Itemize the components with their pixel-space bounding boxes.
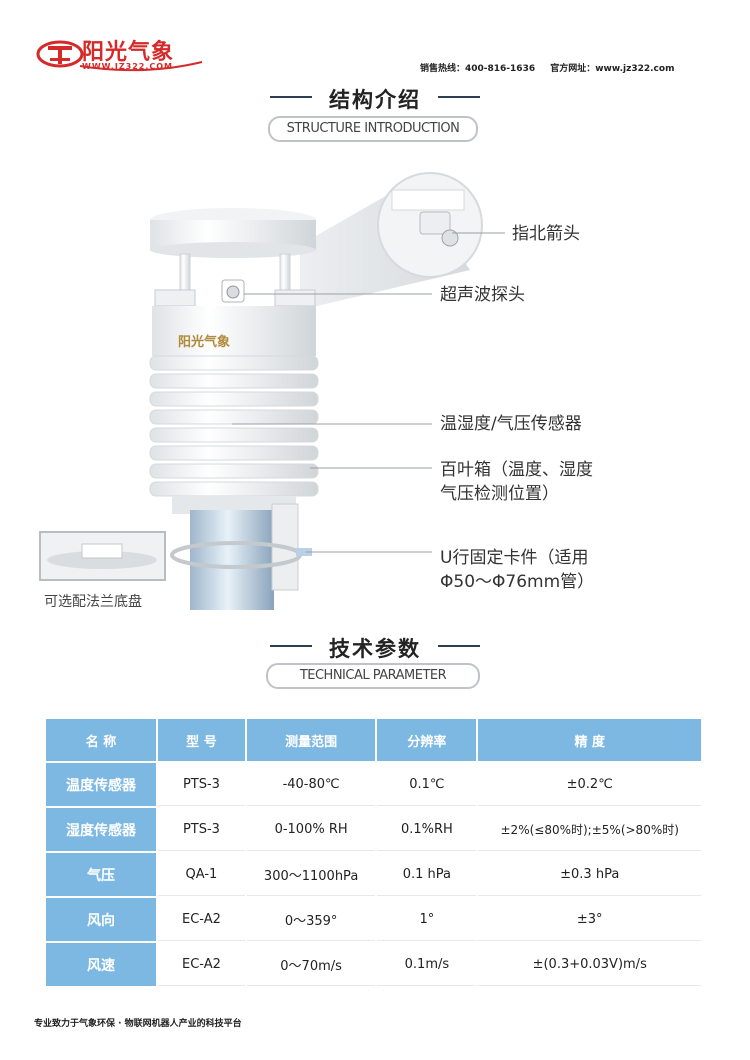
row-resolution: 0.1℃ (377, 763, 477, 806)
device-logo: 阳光气象 (178, 334, 230, 350)
row-accuracy: ±0.2℃ (478, 763, 701, 806)
brand-name: 阳光气象 (82, 40, 175, 65)
structure-subtitle: STRUCTURE INTRODUCTION (268, 116, 478, 142)
row-model: EC-A2 (158, 898, 245, 941)
label-north-arrow: 指北箭头 (512, 224, 580, 244)
row-resolution: 0.1m/s (377, 943, 477, 986)
row-range: 0-100% RH (246, 808, 376, 851)
table-row: 风向 EC-A2 0～359° 1° ±3° (46, 898, 701, 941)
col-header-accuracy: 精 度 (478, 719, 701, 761)
row-model: QA-1 (158, 853, 245, 896)
footer-slogan: 专业致力于气象环保 · 物联网机器人产业的科技平台 (34, 1019, 242, 1029)
table-row: 湿度传感器 PTS-3 0-100% RH 0.1%RH ±2%(≤80%时);… (46, 808, 701, 851)
row-resolution: 0.1 hPa (377, 853, 477, 896)
label-optional-flange: 可选配法兰底盘 (44, 594, 142, 610)
brand-logo-icon (36, 40, 203, 72)
official-website[interactable]: 官方网址：www.jz322.com (550, 64, 675, 74)
table-header-row: 名 称 型 号 测量范围 分辨率 精 度 (46, 719, 701, 761)
row-range: 0～359° (246, 898, 376, 941)
row-model: PTS-3 (158, 763, 245, 806)
structure-title: 结构介绍 (329, 88, 421, 112)
col-header-range: 测量范围 (246, 719, 376, 761)
row-range: 0～70m/s (246, 943, 376, 986)
label-ultrasonic-probe: 超声波探头 (440, 285, 525, 305)
technical-heading-frame (270, 645, 480, 647)
row-name: 温度传感器 (46, 763, 157, 806)
row-accuracy: ±3° (478, 898, 701, 941)
table-row: 温度传感器 PTS-3 -40-80℃ 0.1℃ ±0.2℃ (46, 763, 701, 806)
row-accuracy: ±(0.3+0.03V)m/s (478, 943, 701, 986)
table-row: 气压 QA-1 300～1100hPa 0.1 hPa ±0.3 hPa (46, 853, 701, 896)
sales-hotline: 销售热线：400-816-1636 (420, 64, 536, 74)
label-shutter-box-line1: 百叶箱（温度、湿度 (440, 460, 593, 480)
row-model: EC-A2 (158, 943, 245, 986)
label-u-clamp-line2: Φ50～Φ76mm管） (440, 572, 595, 592)
row-model: PTS-3 (158, 808, 245, 851)
row-name: 风速 (46, 943, 157, 986)
row-range: -40-80℃ (246, 763, 376, 806)
table-row: 风速 EC-A2 0～70m/s 0.1m/s ±(0.3+0.03V)m/s (46, 943, 701, 986)
row-accuracy: ±0.3 hPa (478, 853, 701, 896)
row-name: 风向 (46, 898, 157, 941)
row-name: 湿度传感器 (46, 808, 157, 851)
weather-station-drawing: 阳光气象 (39, 172, 505, 610)
structure-heading-frame (270, 96, 480, 98)
label-u-clamp-line1: U行固定卡件（适用 (440, 548, 589, 568)
col-header-model: 型 号 (158, 719, 245, 761)
row-accuracy: ±2%(≤80%时);±5%(>80%时) (478, 808, 701, 851)
label-shutter-box-line2: 气压检测位置） (440, 484, 559, 504)
col-header-name: 名 称 (46, 719, 157, 761)
col-header-resolution: 分辨率 (377, 719, 477, 761)
technical-title: 技术参数 (329, 637, 421, 661)
label-temp-humidity-sensor: 温湿度/气压传感器 (440, 414, 582, 434)
row-name: 气压 (46, 853, 157, 896)
parameter-table: 名 称 型 号 测量范围 分辨率 精 度 温度传感器 PTS-3 -40-80℃… (44, 717, 703, 988)
row-range: 300～1100hPa (246, 853, 376, 896)
row-resolution: 0.1%RH (377, 808, 477, 851)
brand-url: WWW.JZ322.COM (82, 62, 174, 71)
row-resolution: 1° (377, 898, 477, 941)
contact-info: 销售热线：400-816-1636 官方网址：www.jz322.com (420, 61, 686, 74)
technical-subtitle: TECHNICAL PARAMETER (266, 663, 480, 689)
